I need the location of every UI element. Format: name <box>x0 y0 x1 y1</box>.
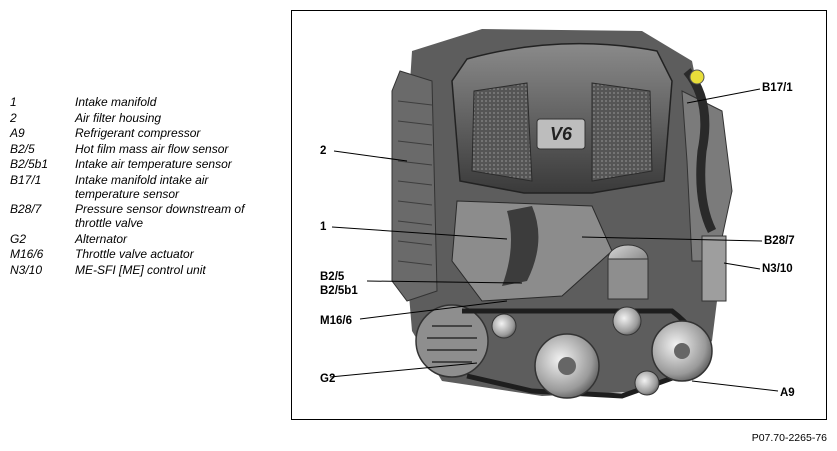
legend-desc: Intake air temperature sensor <box>75 157 232 171</box>
legend-row: B2/5 Hot film mass air flow sensor <box>10 142 280 156</box>
callout-b28-7: B28/7 <box>764 235 795 247</box>
intake-duct <box>502 206 539 286</box>
legend-code: 2 <box>10 110 17 125</box>
legend-desc: Pressure sensor downstream of throttle v… <box>75 202 245 230</box>
compressor-pulley-hub <box>674 343 690 359</box>
legend-code: A9 <box>10 126 25 140</box>
callout-2: 2 <box>320 145 327 157</box>
small-pulley <box>491 313 517 339</box>
legend-row: B17/1 Intake manifold intake air temperat… <box>10 173 280 201</box>
legend-desc: Hot film mass air flow sensor <box>75 141 229 156</box>
yellow-cap <box>689 69 705 85</box>
control-unit-shape <box>701 235 727 302</box>
callout-b17-1: B17/1 <box>762 82 793 94</box>
legend-row: 1 Intake manifold <box>10 95 280 109</box>
legend-desc: Intake manifold <box>75 95 157 109</box>
cover-mesh-right <box>591 82 653 182</box>
legend-code: B2/5 <box>10 141 35 156</box>
legend-desc: Throttle valve actuator <box>75 247 194 261</box>
alternator-body <box>415 304 489 378</box>
legend-code: M16/6 <box>10 247 44 261</box>
legend-code: N3/10 <box>10 262 43 277</box>
legend-row: N3/10 ME-SFI [ME] control unit <box>10 263 280 277</box>
legend-row: B2/5b1 Intake air temperature sensor <box>10 157 280 171</box>
callout-m16-6: M16/6 <box>320 315 352 327</box>
legend-row: 2 Air filter housing <box>10 111 280 125</box>
idler-pulley <box>634 370 660 396</box>
callout-n3-10: N3/10 <box>762 263 793 275</box>
legend-code: B28/7 <box>10 202 42 216</box>
legend-desc: Alternator <box>75 231 128 246</box>
legend: 1 Intake manifold 2 Air filter housing A9 R… <box>10 95 280 278</box>
v6-badge-plate <box>536 118 586 150</box>
legend-code: 1 <box>10 95 17 109</box>
engine-illustration: V6 <box>329 29 779 399</box>
callout-a9: A9 <box>780 387 795 399</box>
callout-1: 1 <box>320 221 327 233</box>
air-filter-ribs <box>397 100 433 266</box>
legend-code: B17/1 <box>10 172 42 187</box>
air-filter-housing-shape <box>391 70 438 302</box>
engine-figure: V6 <box>291 10 827 420</box>
cover-mesh-left <box>471 82 533 182</box>
crank-pulley-hub <box>558 357 576 375</box>
coolant-hose <box>683 68 717 234</box>
legend-desc: ME-SFI [ME] control unit <box>75 262 206 277</box>
legend-desc: Refrigerant compressor <box>75 126 201 140</box>
leader-lines <box>329 88 779 392</box>
legend-row: G2 Alternator <box>10 232 280 246</box>
legend-row: A9 Refrigerant compressor <box>10 126 280 140</box>
tensioner-pulley <box>612 306 642 336</box>
callout-g2: G2 <box>320 373 336 385</box>
callout-b2-5b1: B2/5b1 <box>320 285 358 297</box>
oil-filter-body <box>607 258 649 300</box>
legend-code: B2/5b1 <box>10 157 49 171</box>
figure-code: P07.70-2265-76 <box>751 432 827 444</box>
callout-b2-5: B2/5 <box>320 271 345 283</box>
v6-badge-text: V6 <box>550 124 573 144</box>
legend-row: B28/7 Pressure sensor downstream of throt… <box>10 202 280 230</box>
legend-desc: Air filter housing <box>75 110 162 125</box>
alternator-vents <box>427 325 477 363</box>
legend-desc: Intake manifold intake air temperature s… <box>75 172 209 201</box>
legend-code: G2 <box>10 231 27 246</box>
legend-row: M16/6 Throttle valve actuator <box>10 247 280 261</box>
